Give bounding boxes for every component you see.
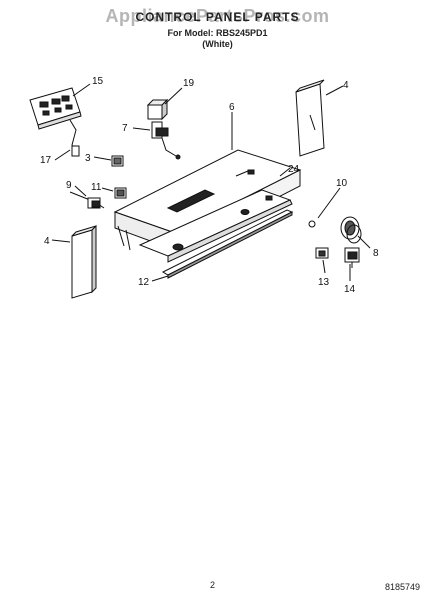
callout-10: 10	[336, 178, 348, 189]
callout-7: 7	[122, 123, 128, 134]
callout-13: 13	[318, 277, 330, 288]
watermark: AppliancePartsPros.com	[105, 6, 330, 26]
part-15-control-board	[29, 87, 82, 130]
callout-9: 9	[66, 180, 72, 191]
part-7-bracket	[151, 121, 181, 160]
part-10-washer	[308, 220, 316, 228]
part-19-switch	[146, 98, 169, 121]
callout-17: 17	[40, 155, 52, 166]
callout-4-left: 4	[44, 236, 50, 247]
callout-3: 3	[85, 153, 91, 164]
callout-15: 15	[92, 76, 104, 87]
part-4-end-cap-right	[295, 79, 325, 157]
part-3-clip	[111, 155, 124, 167]
callout-19: 19	[183, 78, 195, 89]
part-17-wire-harness	[69, 119, 80, 157]
callout-8: 8	[373, 248, 379, 259]
callout-14: 14	[344, 284, 356, 295]
callout-6: 6	[229, 102, 235, 113]
document-number: 8185749	[385, 582, 421, 592]
part-14-switch-assembly	[344, 247, 360, 268]
page-number: 2	[210, 580, 216, 590]
callout-11: 11	[91, 182, 102, 193]
part-24-mounting-rail	[138, 189, 293, 263]
callout-4-right: 4	[343, 80, 349, 91]
part-11-connector	[114, 187, 127, 199]
part-12-trim-strip	[161, 209, 294, 279]
part-13-switch	[315, 247, 329, 259]
color-line: (White)	[202, 39, 233, 49]
callout-24: 24	[288, 164, 300, 175]
part-8-knob	[340, 216, 362, 244]
page-title: CONTROL PANEL PARTS	[135, 10, 300, 24]
part-9-clamp	[69, 191, 105, 209]
model-line: For Model: RBS245PD1	[167, 28, 268, 38]
part-4-end-cap-left	[71, 224, 97, 299]
callout-12: 12	[138, 277, 150, 288]
